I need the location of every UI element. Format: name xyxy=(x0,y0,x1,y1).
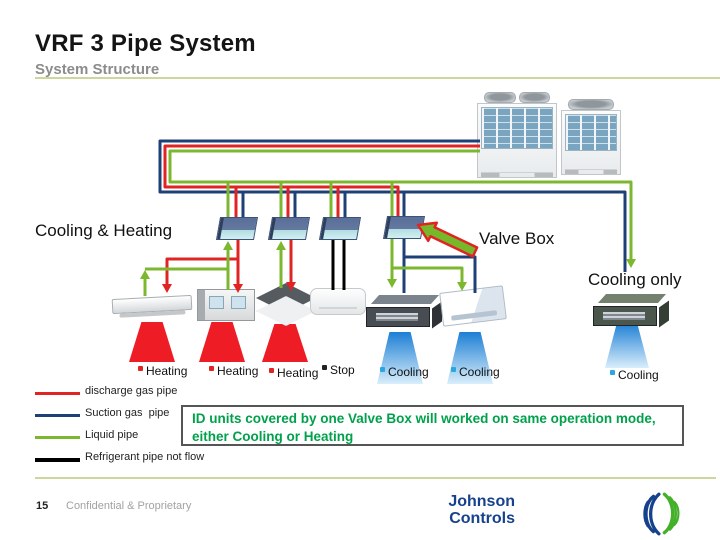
indoor-unit-ducted xyxy=(197,289,255,321)
unit-mode-label: Cooling xyxy=(610,368,659,382)
discharge-gas-pipes xyxy=(163,144,480,285)
not-flow-pipes xyxy=(331,238,346,290)
mode-bullet-icon xyxy=(209,366,214,371)
flow-arrowheads xyxy=(140,241,636,293)
indoor-unit-slim-ducted xyxy=(366,295,442,329)
vent-grille xyxy=(603,312,645,320)
mode-text: Heating xyxy=(277,366,319,380)
fan-icon xyxy=(484,92,516,103)
unit-mode-label: Cooling xyxy=(451,365,500,379)
confidential-text: Confidential & Proprietary xyxy=(66,500,192,512)
mode-bullet-icon xyxy=(380,367,385,372)
unit-mode-label: Heating xyxy=(138,364,187,378)
mode-text: Cooling xyxy=(618,368,659,382)
legend-label: discharge gas pipe xyxy=(85,385,178,397)
valve-box-label: Valve Box xyxy=(479,229,555,248)
page-number: 15 xyxy=(36,500,49,512)
legend-label: Refrigerant pipe not flow xyxy=(85,451,205,463)
note-text: ID units covered by one Valve Box will w… xyxy=(192,411,656,444)
header-divider xyxy=(35,77,720,79)
mode-text: Stop xyxy=(330,363,355,377)
indoor-unit-wall-mounted xyxy=(310,288,366,315)
suction-gas-pipes xyxy=(158,139,627,293)
logo-line2: Controls xyxy=(449,509,515,527)
mode-text: Cooling xyxy=(459,365,500,379)
logo-line1: Johnson xyxy=(448,493,515,510)
fan-icon xyxy=(568,99,614,110)
unit-mode-label: Stop xyxy=(322,363,355,377)
fan-deck xyxy=(568,99,614,110)
legend-line-swatch xyxy=(35,414,80,417)
mode-text: Heating xyxy=(146,364,188,378)
unit-window xyxy=(209,296,224,309)
mode-bullet-icon xyxy=(269,368,274,373)
indoor-unit-cooling-only-ducted xyxy=(593,294,669,328)
legend-label: Liquid pipe xyxy=(85,429,139,441)
mode-bullet-icon xyxy=(138,366,143,371)
indoor-unit-cassette xyxy=(256,283,316,329)
unit-feet xyxy=(565,169,617,174)
legend-line-swatch xyxy=(35,436,80,439)
legend-line-swatch xyxy=(35,458,80,462)
mode-bullet-icon xyxy=(610,370,615,375)
unit-mode-label: Heating xyxy=(209,364,258,378)
unit-feet xyxy=(481,172,553,177)
unit-mode-label: Heating xyxy=(269,366,318,380)
note-box: ID units covered by one Valve Box will w… xyxy=(181,405,684,446)
fan-deck xyxy=(484,92,550,103)
outdoor-unit-body xyxy=(561,110,621,175)
page-title: VRF 3 Pipe System xyxy=(35,30,256,57)
fan-icon xyxy=(518,92,550,103)
vent-grille xyxy=(376,313,418,321)
legend-line-swatch xyxy=(35,392,80,395)
logo-swirl-icon xyxy=(643,492,680,536)
footer-divider xyxy=(35,477,716,479)
outdoor-unit-2 xyxy=(561,99,621,175)
legend-label: Suction gas pipe xyxy=(85,407,170,419)
mode-bullet-icon xyxy=(451,367,456,372)
cooling-only-label: Cooling only xyxy=(588,270,682,289)
page-subtitle: System Structure xyxy=(35,61,160,78)
liquid-pipes xyxy=(143,149,633,296)
cooling-heating-label: Cooling & Heating xyxy=(35,221,173,240)
unit-mode-label: Cooling xyxy=(380,365,429,379)
coil-grille xyxy=(565,114,617,151)
logo-wordmark: Johnson Controls xyxy=(395,493,515,528)
mode-bullet-icon xyxy=(322,365,327,370)
unit-window xyxy=(231,296,246,309)
coil-grille xyxy=(481,107,553,150)
mode-text: Heating xyxy=(217,364,259,378)
mode-text: Cooling xyxy=(388,365,429,379)
